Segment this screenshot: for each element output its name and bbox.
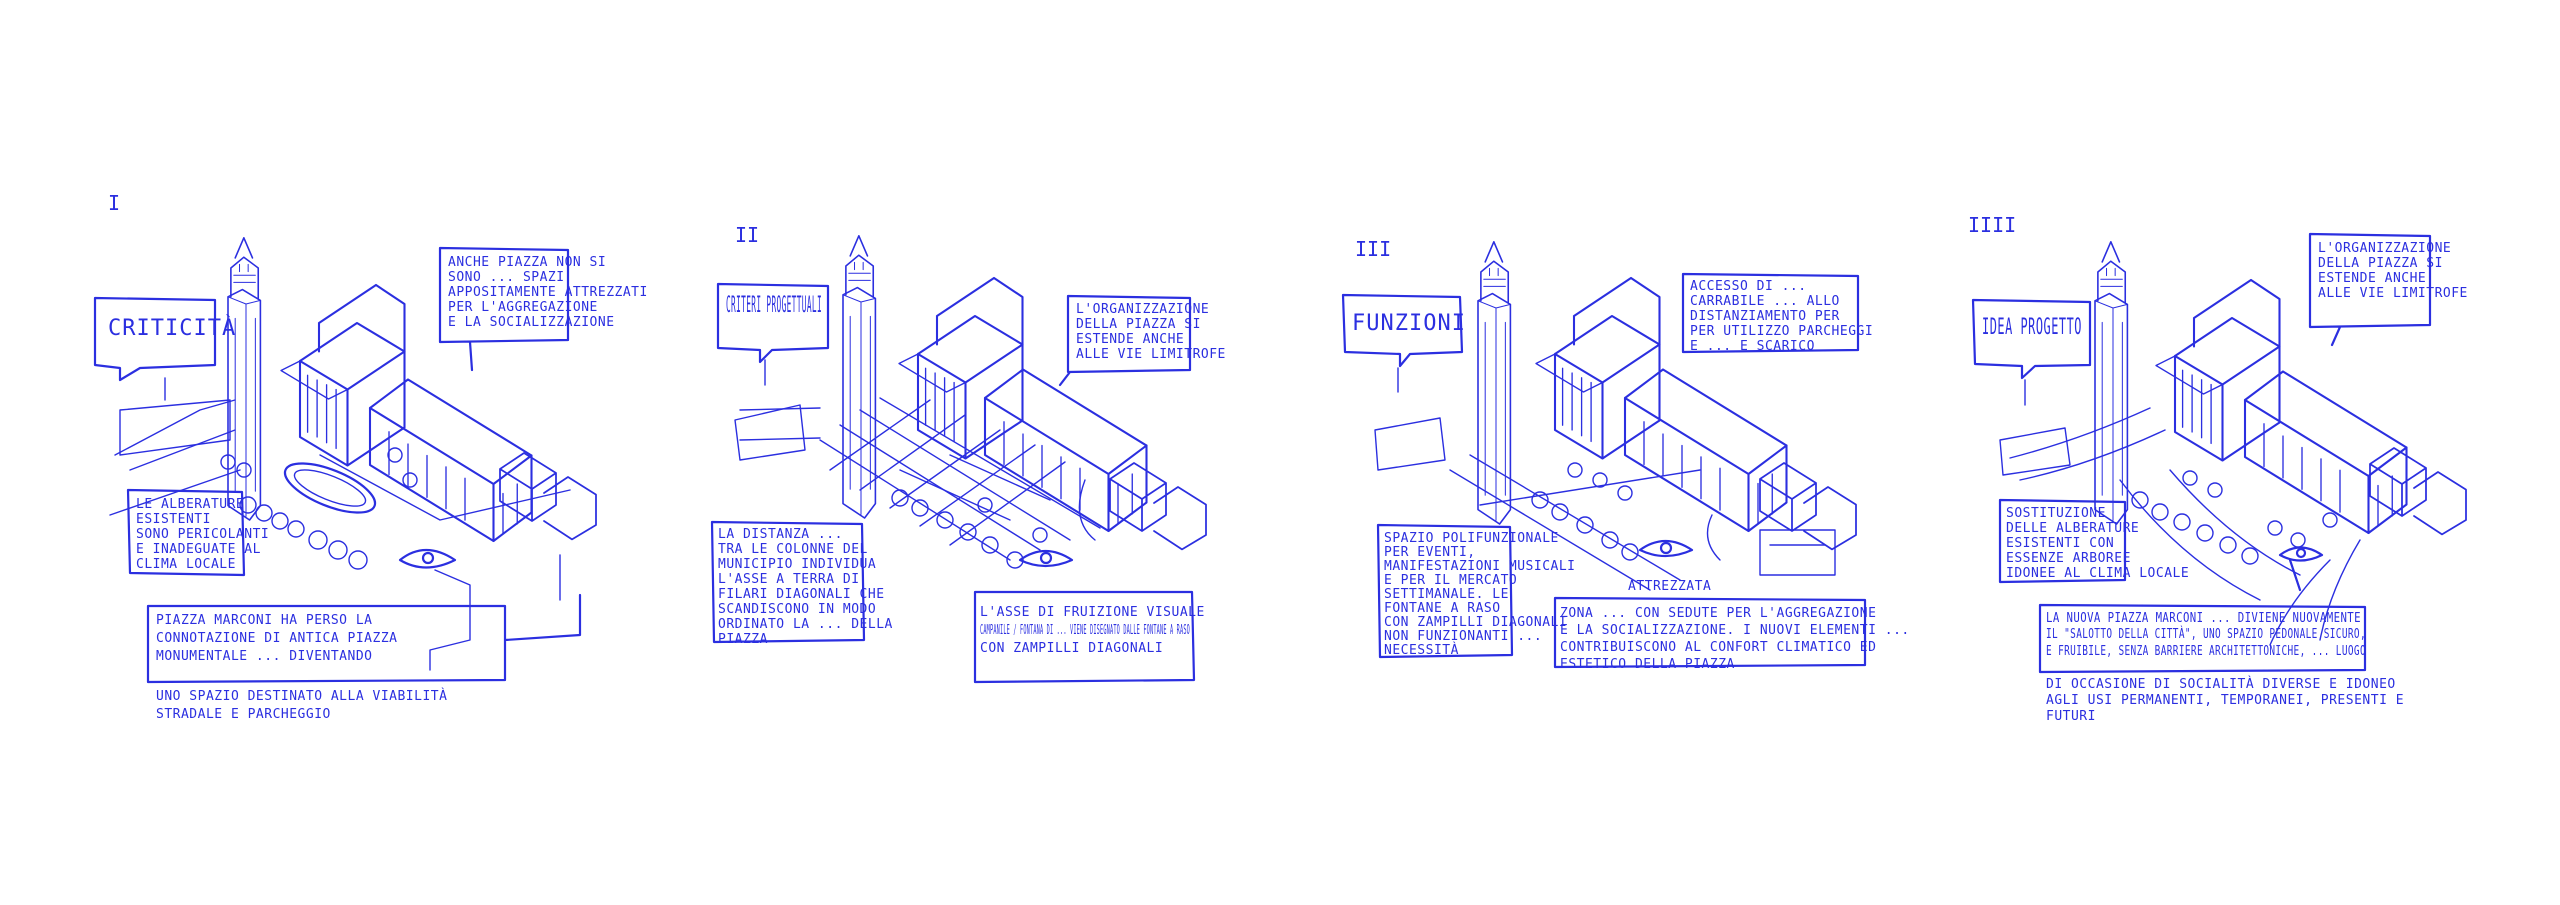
svg-text:ALLE VIE LIMITROFE: ALLE VIE LIMITROFE: [1076, 347, 1226, 362]
svg-text:E LA SOCIALIZZAZIONE. I NUOVI: E LA SOCIALIZZAZIONE. I NUOVI ELEMENTI .…: [1560, 623, 1910, 638]
svg-text:E FRUIBILE, SENZA BARRIERE ARC: E FRUIBILE, SENZA BARRIERE ARCHITETTONIC…: [2046, 644, 2366, 659]
svg-text:SETTIMANALE. LE: SETTIMANALE. LE: [1384, 587, 1509, 602]
svg-text:DELLA PIAZZA SI: DELLA PIAZZA SI: [2318, 256, 2443, 271]
svg-text:PIAZZA: PIAZZA: [718, 632, 768, 647]
svg-text:LA NUOVA PIAZZA MARCONI ... DI: LA NUOVA PIAZZA MARCONI ... DIVIENE NUOV…: [2046, 611, 2361, 626]
panel-3-heading: FUNZIONI: [1352, 311, 1466, 336]
svg-text:CONNOTAZIONE DI ANTICA PIAZZA: CONNOTAZIONE DI ANTICA PIAZZA: [156, 631, 397, 646]
svg-text:L'ASSE DI FRUIZIONE VISUALE: L'ASSE DI FRUIZIONE VISUALE: [980, 605, 1205, 620]
svg-text:SPAZIO POLIFUNZIONALE: SPAZIO POLIFUNZIONALE: [1384, 531, 1559, 546]
svg-text:ACCESSO DI ...: ACCESSO DI ...: [1690, 279, 1807, 294]
svg-text:CON ZAMPILLI DIAGONALI: CON ZAMPILLI DIAGONALI: [1384, 615, 1567, 630]
svg-text:ZONA ... CON SEDUTE PER L'AGGR: ZONA ... CON SEDUTE PER L'AGGREGAZIONE: [1560, 606, 1876, 621]
svg-text:L'ORGANIZZAZIONE: L'ORGANIZZAZIONE: [2318, 241, 2451, 256]
svg-text:FUTURI: FUTURI: [2046, 709, 2096, 724]
svg-text:ALLE VIE LIMITROFE: ALLE VIE LIMITROFE: [2318, 286, 2468, 301]
svg-text:NON FUNZIONANTI ...: NON FUNZIONANTI ...: [1384, 629, 1542, 644]
svg-text:ANCHE PIAZZA NON SI: ANCHE PIAZZA NON SI: [448, 255, 606, 270]
panel-3: III FUNZIONI ACCESSO DI ... CARRABILE ..…: [1341, 237, 1910, 672]
svg-text:FONTANE A RASO: FONTANE A RASO: [1384, 601, 1501, 616]
svg-text:ESTENDE ANCHE: ESTENDE ANCHE: [2318, 271, 2426, 286]
panel-3-note-2: SPAZIO POLIFUNZIONALE PER EVENTI, MANIFE…: [1384, 531, 1576, 658]
panel-4-note-1: L'ORGANIZZAZIONE DELLA PIAZZA SI ESTENDE…: [2318, 241, 2468, 301]
panel-2-note-1: L'ORGANIZZAZIONE DELLA PIAZZA SI ESTENDE…: [1076, 302, 1226, 362]
svg-text:PER UTILIZZO PARCHEGGI: PER UTILIZZO PARCHEGGI: [1690, 324, 1873, 339]
svg-text:ESISTENTI: ESISTENTI: [136, 512, 211, 527]
svg-text:E INADEGUATE AL: E INADEGUATE AL: [136, 542, 261, 557]
svg-text:L'ORGANIZZAZIONE: L'ORGANIZZAZIONE: [1076, 302, 1209, 317]
svg-text:CONTRIBUISCONO AL CONFORT CLIM: CONTRIBUISCONO AL CONFORT CLIMATICO ED: [1560, 640, 1876, 655]
panel-1-numeral: I: [108, 191, 120, 215]
svg-text:E LA SOCIALIZZAZIONE: E LA SOCIALIZZAZIONE: [448, 315, 615, 330]
panel-2-numeral: II: [735, 223, 759, 247]
panel-2-note-3: L'ASSE DI FRUIZIONE VISUALE CAMPANILE / …: [980, 605, 1205, 656]
svg-text:LA DISTANZA ...: LA DISTANZA ...: [718, 527, 843, 542]
svg-text:SONO ... SPAZI: SONO ... SPAZI: [448, 270, 565, 285]
svg-text:CAMPANILE / FONTANA DI ... VIE: CAMPANILE / FONTANA DI ... VIENE DISEGNA…: [980, 623, 1190, 638]
panel-1-note-2: LE ALBERATURE ESISTENTI SONO PERICOLANTI…: [136, 497, 269, 572]
svg-text:DISTANZIAMENTO PER: DISTANZIAMENTO PER: [1690, 309, 1840, 324]
svg-text:LE ALBERATURE: LE ALBERATURE: [136, 497, 244, 512]
svg-text:E ... E SCARICO: E ... E SCARICO: [1690, 339, 1815, 354]
panel-4-note-3: LA NUOVA PIAZZA MARCONI ... DIVIENE NUOV…: [2046, 611, 2404, 724]
svg-text:NECESSITÀ: NECESSITÀ: [1384, 642, 1459, 658]
svg-text:PER L'AGGREGAZIONE: PER L'AGGREGAZIONE: [448, 300, 598, 315]
svg-text:ESISTENTI CON: ESISTENTI CON: [2006, 536, 2114, 551]
svg-text:SCANDISCONO IN MODO: SCANDISCONO IN MODO: [718, 602, 876, 617]
svg-text:L'ASSE A TERRA DI: L'ASSE A TERRA DI: [718, 572, 860, 587]
svg-text:STRADALE E PARCHEGGIO: STRADALE E PARCHEGGIO: [156, 707, 331, 722]
svg-text:PIAZZA MARCONI HA PERSO LA: PIAZZA MARCONI HA PERSO LA: [156, 613, 373, 628]
panel-2-note-2: LA DISTANZA ... TRA LE COLONNE DEL MUNIC…: [718, 527, 893, 647]
panel-3-note-1: ACCESSO DI ... CARRABILE ... ALLO DISTAN…: [1690, 279, 1873, 354]
svg-text:ORDINATO LA ... DELLA: ORDINATO LA ... DELLA: [718, 617, 893, 632]
svg-text:ESSENZE ARBOREE: ESSENZE ARBOREE: [2006, 551, 2131, 566]
svg-text:DI OCCASIONE DI SOCIALITÀ DIVE: DI OCCASIONE DI SOCIALITÀ DIVERSE E IDON…: [2046, 676, 2396, 692]
svg-text:CLIMA LOCALE: CLIMA LOCALE: [136, 557, 236, 572]
svg-text:TRA LE COLONNE DEL: TRA LE COLONNE DEL: [718, 542, 868, 557]
panel-4-note-2: SOSTITUZIONE DELLE ALBERATURE ESISTENTI …: [2006, 506, 2189, 581]
svg-text:E PER IL MERCATO: E PER IL MERCATO: [1384, 573, 1517, 588]
svg-text:UNO SPAZIO DESTINATO ALLA VIAB: UNO SPAZIO DESTINATO ALLA VIABILITÀ: [156, 688, 447, 704]
panel-1-heading: CRITICITÀ: [108, 315, 236, 341]
svg-text:CRITERI PROGETTUALI: CRITERI PROGETTUALI: [726, 293, 822, 318]
svg-text:SONO PERICOLANTI: SONO PERICOLANTI: [136, 527, 269, 542]
svg-text:MONUMENTALE ... DIVENTANDO: MONUMENTALE ... DIVENTANDO: [156, 649, 373, 664]
svg-text:MANIFESTAZIONI MUSICALI: MANIFESTAZIONI MUSICALI: [1384, 559, 1576, 574]
panel-2: II CRITERI PROGETTUALI L'ORGANIZZAZIONE: [710, 223, 1226, 684]
panel-4-heading: IDEA PROGETTO: [1982, 315, 2082, 340]
svg-text:CARRABILE ... ALLO: CARRABILE ... ALLO: [1690, 294, 1840, 309]
svg-text:AGLI USI PERMANENTI, TEMPORANE: AGLI USI PERMANENTI, TEMPORANEI, PRESENT…: [2046, 693, 2404, 708]
panel-4: IIII IDEA PROGETTO L'ORGANIZZAZIONE DELL…: [1968, 213, 2468, 724]
panel-4-numeral: IIII: [1968, 213, 2016, 237]
svg-text:MUNICIPIO INDIVIDUA: MUNICIPIO INDIVIDUA: [718, 557, 876, 572]
svg-text:ESTETICO DELLA PIAZZA: ESTETICO DELLA PIAZZA: [1560, 657, 1735, 672]
panel-1-note-1: ANCHE PIAZZA NON SI SONO ... SPAZI APPOS…: [448, 255, 648, 330]
svg-text:PER EVENTI,: PER EVENTI,: [1384, 545, 1476, 560]
svg-text:APPOSITAMENTE ATTREZZATI: APPOSITAMENTE ATTREZZATI: [448, 285, 648, 300]
panel-1: I CRITICITÀ ANCHE PIAZZA NON SI SONO ...…: [93, 191, 648, 722]
svg-text:IDONEE AL CLIMA LOCALE: IDONEE AL CLIMA LOCALE: [2006, 566, 2189, 581]
svg-text:SOSTITUZIONE: SOSTITUZIONE: [2006, 506, 2106, 521]
svg-text:DELLA PIAZZA SI: DELLA PIAZZA SI: [1076, 317, 1201, 332]
panel-2-heading: CRITERI PROGETTUALI: [726, 293, 822, 318]
svg-text:CON ZAMPILLI DIAGONALI: CON ZAMPILLI DIAGONALI: [980, 641, 1163, 656]
svg-text:IL "SALOTTO DELLA CITTÀ", UNO: IL "SALOTTO DELLA CITTÀ", UNO SPAZIO PED…: [2046, 626, 2366, 642]
svg-text:DELLE ALBERATURE: DELLE ALBERATURE: [2006, 521, 2139, 536]
panel-3-note-4: ZONA ... CON SEDUTE PER L'AGGREGAZIONE E…: [1560, 606, 1910, 672]
panel-1-note-3: PIAZZA MARCONI HA PERSO LA CONNOTAZIONE …: [156, 613, 447, 722]
svg-text:FILARI DIAGONALI CHE: FILARI DIAGONALI CHE: [718, 587, 885, 602]
panel-3-note-3: ATTREZZATA: [1628, 579, 1711, 594]
svg-text:IDEA PROGETTO: IDEA PROGETTO: [1982, 315, 2082, 340]
panel-3-numeral: III: [1355, 237, 1391, 261]
svg-text:ESTENDE ANCHE: ESTENDE ANCHE: [1076, 332, 1184, 347]
